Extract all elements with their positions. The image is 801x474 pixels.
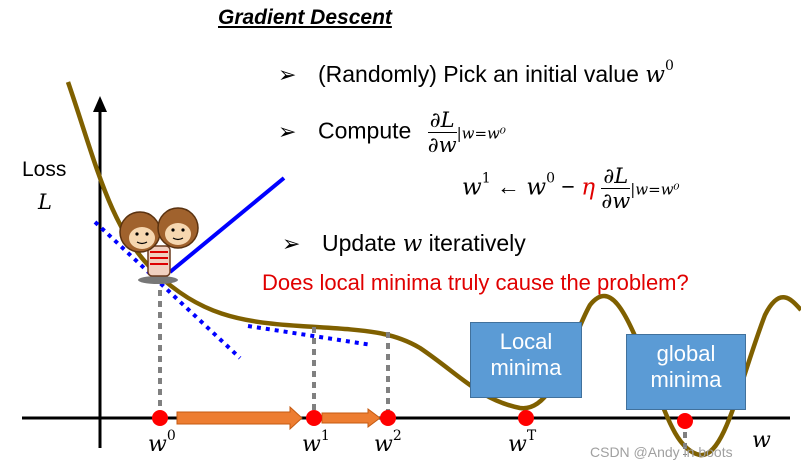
step-pick-sup: 0 bbox=[664, 58, 674, 74]
label-w2: w2 bbox=[374, 428, 402, 457]
gradient-tangent-line bbox=[168, 176, 286, 274]
step-compute-text: Compute bbox=[318, 117, 412, 144]
update-rule-equation: w1 ← w0 − η ∂L∂w|w=w⁰ bbox=[462, 164, 680, 213]
point-w2 bbox=[380, 410, 396, 426]
loss-curve bbox=[65, 81, 801, 458]
step-compute: ➢ Compute ∂L∂w|w=w⁰ bbox=[278, 108, 506, 157]
question-text: Does local minima truly cause the proble… bbox=[262, 270, 689, 295]
y-axis-label-loss: Loss bbox=[22, 158, 67, 181]
label-wT: wT bbox=[508, 428, 537, 457]
watermark: CSDN @Andy in boots bbox=[590, 444, 733, 460]
learning-rate-eta: η bbox=[581, 174, 595, 201]
tangent-dotted-w0 bbox=[93, 220, 242, 360]
evaluation-subscript: |w=w⁰ bbox=[456, 124, 506, 143]
y-axis-arrowhead bbox=[93, 96, 107, 112]
step-pick-initial: ➢ (Randomly) Pick an initial value w0 bbox=[278, 58, 674, 88]
step-arrow-2 bbox=[321, 408, 381, 428]
label-w1: w1 bbox=[302, 428, 330, 457]
y-axis-label-L: L bbox=[38, 190, 52, 214]
point-wT bbox=[518, 410, 534, 426]
bullet-arrow-icon: ➢ bbox=[278, 62, 297, 87]
step-update: ➢Update w iteratively bbox=[282, 230, 526, 257]
update-derivative-fraction: ∂L∂w bbox=[601, 164, 631, 213]
step-arrow-1 bbox=[176, 405, 303, 431]
derivative-fraction: ∂L∂w bbox=[427, 108, 457, 157]
label-w0: w0 bbox=[148, 428, 176, 457]
tangent-dotted-w1 bbox=[247, 324, 373, 347]
step-pick-var: w bbox=[645, 62, 665, 88]
bullet-arrow-icon: ➢ bbox=[278, 118, 297, 144]
monkey-illustration bbox=[119, 207, 199, 284]
x-axis-label: w bbox=[752, 428, 771, 453]
bullet-arrow-icon: ➢ bbox=[282, 231, 301, 256]
step-pick-text: (Randomly) Pick an initial value bbox=[318, 61, 646, 87]
point-w1 bbox=[306, 410, 322, 426]
point-global-min bbox=[677, 413, 693, 429]
slide-title: Gradient Descent bbox=[218, 6, 392, 29]
point-w0 bbox=[152, 410, 168, 426]
